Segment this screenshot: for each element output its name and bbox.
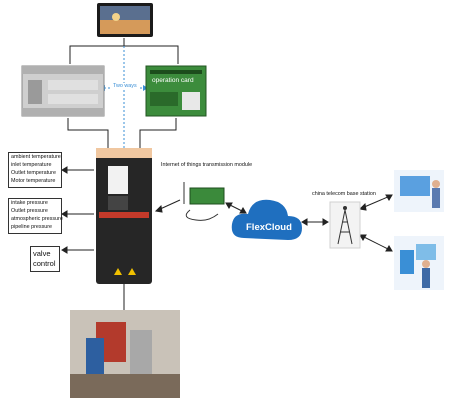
inverter-drive [96,148,152,284]
operation-card-board [145,65,207,117]
connection-lines [67,38,179,310]
sensor-label: ambient temperature [11,154,61,160]
base-station-label: china telecom base station [312,191,376,197]
base-station-tower-icon [329,201,361,249]
sensor-label: Outlet temperature [11,170,56,176]
two-ways-link [100,46,148,148]
sensor-label: intake pressure [11,200,48,206]
sensor-label: Motor temperature [11,178,56,184]
temperature-sensors-box: ambient temperature inlet temperature Ou… [8,152,62,188]
valve-control-box: valve control [30,246,60,272]
pressure-sensors-box: intake pressure Outlet pressure atmosphe… [8,198,63,234]
two-ways-label: Two ways [112,83,138,90]
iot-module-device [183,182,225,221]
sensor-label: Outlet pressure [11,208,48,214]
pump-station-photo [70,310,180,398]
control-label: control [33,259,56,268]
sensor-arrows [61,166,94,254]
flexcloud-label: FlexCloud [246,222,292,233]
valve-label: valve [33,249,51,258]
sensor-label: atmospheric pressure [11,216,63,222]
sensor-label: pipeline pressure [11,224,53,230]
remote-monitoring-mobile [394,236,444,290]
iot-module-label: Internet of things transmission module [161,162,253,168]
cloud-links [154,194,393,252]
remote-monitoring-desktop [394,170,444,212]
plc-controller [21,65,105,117]
hmi-monitor [97,3,153,37]
operation-card-label: operation card [152,77,194,84]
flexcloud-icon [231,199,302,240]
sensor-label: inlet temperature [11,162,52,168]
